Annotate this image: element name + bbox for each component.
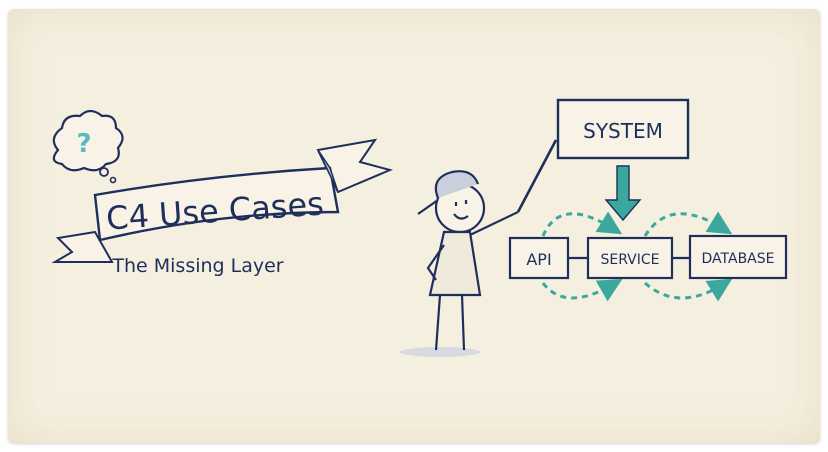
svg-text:DATABASE: DATABASE (702, 251, 775, 267)
system-node: SYSTEM (556, 98, 690, 160)
service-node: SERVICE (586, 236, 674, 280)
question-mark-icon: ? (76, 129, 91, 159)
flow-arcs (541, 211, 733, 302)
database-node: DATABASE (688, 234, 788, 280)
svg-text:SERVICE: SERVICE (600, 252, 659, 268)
subtitle: The Missing Layer (111, 255, 283, 277)
svg-text:SYSTEM: SYSTEM (583, 119, 663, 143)
svg-text:API: API (526, 250, 551, 269)
api-node: API (508, 236, 570, 280)
down-arrow-icon (604, 165, 642, 222)
thought-bubble-icon: ? (52, 109, 124, 184)
stick-figure-presenter (400, 139, 558, 357)
